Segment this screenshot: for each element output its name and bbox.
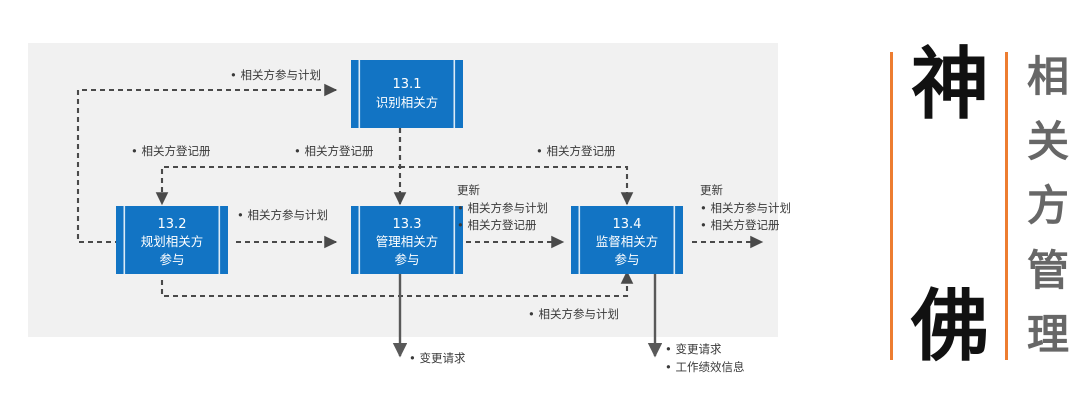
process-box-13-3[interactable]: 13.3 管理相关方 参与 <box>351 206 463 274</box>
accent-rule-left <box>890 52 893 360</box>
label-update-middle-item-2: • 相关方登记册 <box>457 218 537 232</box>
subject-char-1: 相 <box>1026 52 1069 101</box>
subject-char-5: 理 <box>1026 310 1069 359</box>
label-work-performance-info: • 工作绩效信息 <box>665 360 744 374</box>
process-name-13-3-line2: 参与 <box>394 252 419 267</box>
connector-13_2-to-13_1 <box>76 83 338 244</box>
label-plan-feedback: • 相关方参与计划 <box>528 307 619 321</box>
process-name-13-2-line1: 规划相关方 <box>141 234 204 249</box>
process-name-13-1-line1: 识别相关方 <box>376 95 439 110</box>
label-register-left: • 相关方登记册 <box>131 144 211 158</box>
process-box-13-1[interactable]: 13.1 识别相关方 <box>351 60 463 128</box>
accent-rule-middle <box>1005 52 1008 360</box>
process-name-13-4-line2: 参与 <box>614 252 639 267</box>
process-name-13-3-line1: 管理相关方 <box>376 234 439 249</box>
brand-char-1: 神 <box>910 40 989 130</box>
process-box-13-4[interactable]: 13.4 监督相关方 参与 <box>571 206 683 274</box>
label-update-right-item-2: • 相关方登记册 <box>700 218 780 232</box>
brand-char-2: 佛 <box>910 282 989 372</box>
process-number-13-4: 13.4 <box>613 217 642 232</box>
label-change-request-middle: • 变更请求 <box>409 351 466 365</box>
process-name-13-4-line1: 监督相关方 <box>596 234 659 249</box>
subject-vertical-text: 相 关 方 管 理 <box>1020 56 1076 356</box>
process-number-13-1: 13.1 <box>393 77 422 92</box>
process-number-13-3: 13.3 <box>393 217 422 232</box>
label-plan-13_2-to-13_3: • 相关方参与计划 <box>237 208 328 222</box>
subject-char-3: 方 <box>1026 181 1069 230</box>
subject-char-2: 关 <box>1026 116 1069 166</box>
label-update-right-item-1: • 相关方参与计划 <box>700 201 791 215</box>
process-name-13-2-line2: 参与 <box>159 252 184 267</box>
title-panel: 神 佛 相 关 方 管 理 <box>872 38 1072 376</box>
label-update-right-heading: 更新 <box>700 183 723 197</box>
label-change-request-right: • 变更请求 <box>665 342 722 356</box>
label-update-middle-item-1: • 相关方参与计划 <box>457 201 548 215</box>
subject-char-4: 管 <box>1026 245 1069 295</box>
label-register-right: • 相关方登记册 <box>536 144 616 158</box>
label-register-middle: • 相关方登记册 <box>294 144 374 158</box>
connector-13_1-to-13_4 <box>400 165 634 206</box>
label-update-middle-heading: 更新 <box>457 183 480 197</box>
brand-vertical-text: 神 佛 <box>900 46 1000 366</box>
process-number-13-2: 13.2 <box>158 217 187 232</box>
process-box-13-2[interactable]: 13.2 规划相关方 参与 <box>116 206 228 274</box>
label-top-plan: • 相关方参与计划 <box>230 68 321 82</box>
